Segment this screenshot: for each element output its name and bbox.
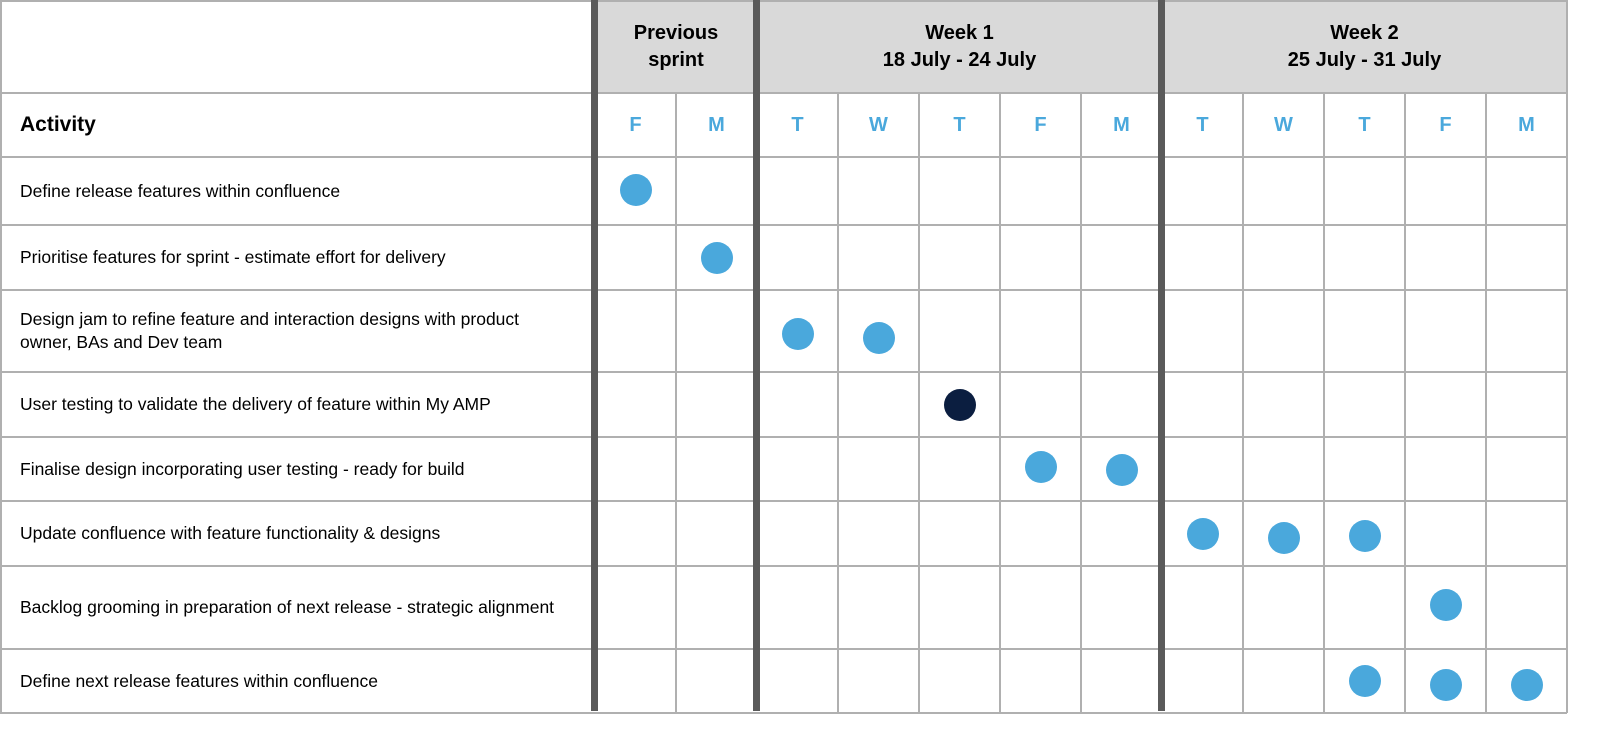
activity-label: Define next release features within conf… [20, 671, 378, 691]
grid-line-horizontal [0, 92, 1567, 94]
milestone-dot [1348, 520, 1381, 552]
milestone-dot [1105, 454, 1138, 486]
section-separator [591, 0, 598, 711]
day-header: M [1113, 113, 1130, 136]
group-header-line2: sprint [648, 48, 704, 71]
milestone-dot [1348, 665, 1381, 697]
grid-line-horizontal [0, 565, 1567, 567]
day-header: M [1518, 113, 1535, 136]
activity-label: User testing to validate the delivery of… [20, 394, 491, 414]
day-header: T [1358, 113, 1371, 136]
activity-label: Design jam to refine feature and interac… [20, 309, 520, 352]
grid-line-horizontal [0, 712, 1567, 714]
day-header: W [869, 113, 888, 136]
grid-line-vertical [1323, 93, 1325, 713]
grid-line-vertical [999, 93, 1001, 713]
grid-line-vertical [1080, 93, 1082, 713]
day-header: F [1034, 113, 1047, 136]
day-header: T [953, 113, 966, 136]
grid-line-vertical [1566, 0, 1568, 713]
group-header: Previous sprint [595, 0, 757, 93]
section-separator [1158, 0, 1165, 711]
milestone-dot [1267, 522, 1300, 554]
day-header: F [1439, 113, 1452, 136]
milestone-dot [781, 318, 814, 350]
milestone-dot [1429, 669, 1462, 701]
day-header: T [1196, 113, 1209, 136]
day-header: T [791, 113, 804, 136]
activity-column-header: Activity [20, 113, 96, 136]
group-header-line1: Week 1 [925, 21, 994, 44]
milestone-dot [1510, 669, 1543, 701]
milestone-dot [619, 174, 652, 206]
grid-line-vertical [918, 93, 920, 713]
milestone-dot [862, 322, 895, 354]
milestone-dot [1186, 518, 1219, 550]
milestone-dot [1429, 589, 1462, 621]
day-header: W [1274, 113, 1293, 136]
group-header-line2: 25 July - 31 July [1287, 48, 1442, 71]
grid-line-horizontal [0, 289, 1567, 291]
group-header: Week 2 25 July - 31 July [1162, 0, 1567, 93]
section-separator [753, 0, 760, 711]
group-header-line1: Week 2 [1330, 21, 1399, 44]
grid-line-horizontal [0, 648, 1567, 650]
activity-label: Backlog grooming in preparation of next … [20, 597, 555, 617]
grid-line-vertical [0, 0, 2, 713]
activity-label: Prioritise features for sprint - estimat… [20, 247, 446, 267]
group-header-line1: Previous [633, 21, 719, 44]
group-header-line2: 18 July - 24 July [882, 48, 1037, 71]
grid-line-horizontal [0, 156, 1567, 158]
group-header: Week 1 18 July - 24 July [757, 0, 1162, 93]
grid-line-vertical [1485, 93, 1487, 713]
grid-line-horizontal [0, 436, 1567, 438]
milestone-dot-highlight [943, 389, 976, 421]
grid-line-vertical [675, 93, 677, 713]
milestone-dot [700, 242, 733, 274]
activity-label: Finalise design incorporating user testi… [20, 458, 465, 479]
milestone-dot [1024, 451, 1057, 483]
grid-line-vertical [1404, 93, 1406, 713]
activity-label: Update confluence with feature functiona… [20, 523, 441, 543]
grid-line-horizontal [0, 224, 1567, 226]
grid-line-vertical [1242, 93, 1244, 713]
day-header: M [708, 113, 725, 136]
day-header: F [629, 113, 642, 136]
grid-line-horizontal [0, 0, 1567, 2]
grid-line-vertical [837, 93, 839, 713]
activity-label: Define release features within confluenc… [20, 180, 341, 201]
grid-line-horizontal [0, 371, 1567, 373]
grid-line-horizontal [0, 500, 1567, 502]
